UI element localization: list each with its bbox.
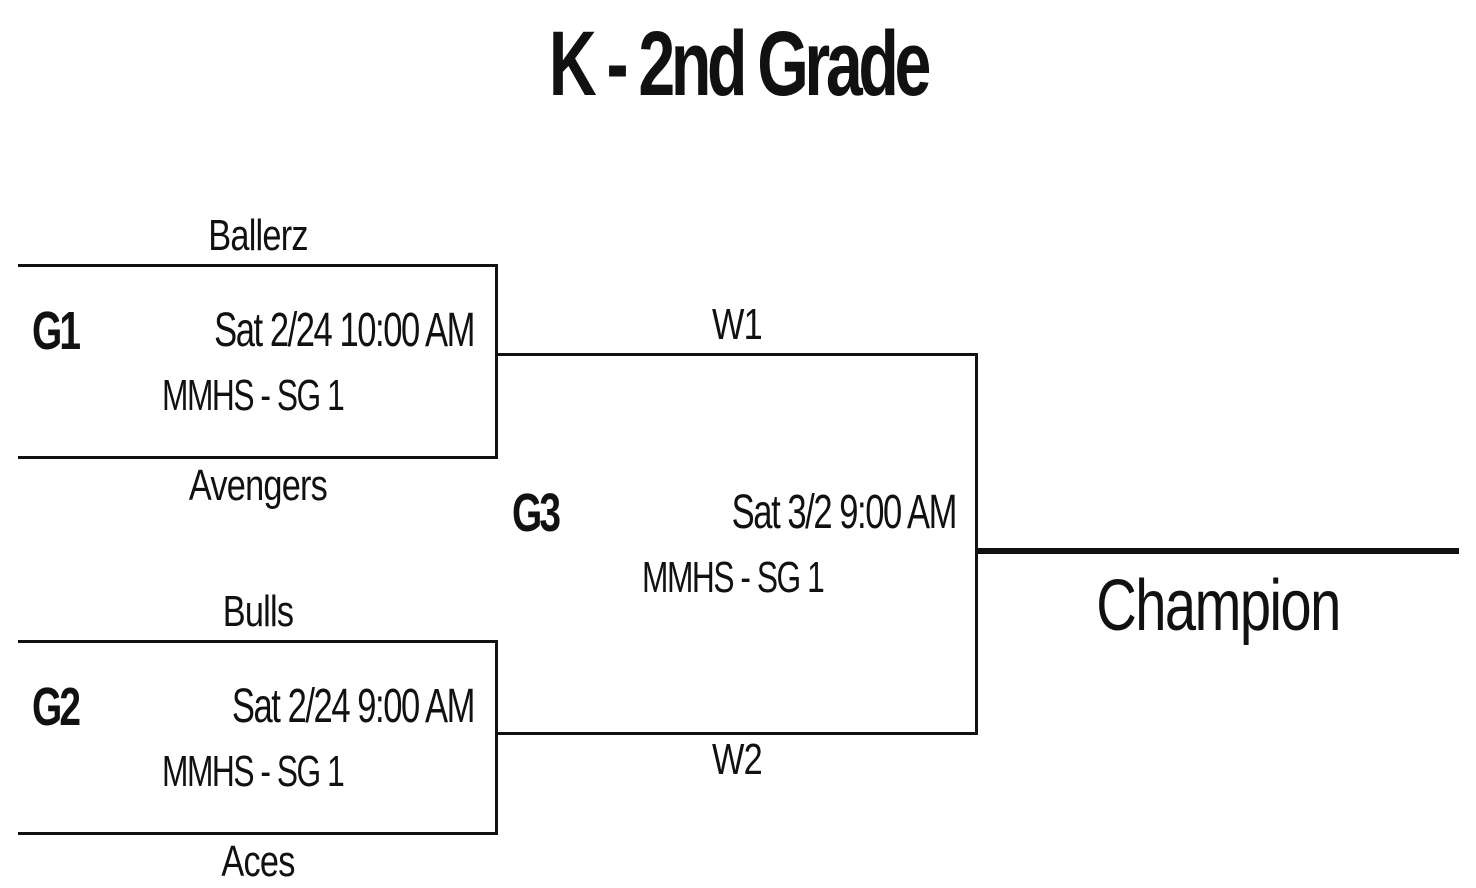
g2-datetime: Sat 2/24 9:00 AM xyxy=(231,680,476,733)
g1-top-team: Ballerz xyxy=(208,211,308,260)
g2-right-line xyxy=(495,640,498,835)
g1-top-line xyxy=(18,264,498,267)
g1-bottom-team: Avengers xyxy=(188,461,328,510)
g2-top-team: Bulls xyxy=(222,587,294,636)
g3-top-team: W1 xyxy=(712,300,763,349)
g1-location: MMHS - SG 1 xyxy=(162,371,345,420)
g2-top-line xyxy=(18,640,498,643)
champion-line xyxy=(975,548,1459,554)
g3-right-line xyxy=(975,353,978,735)
g3-location: MMHS - SG 1 xyxy=(642,553,825,602)
g2-game-id: G2 xyxy=(32,677,81,737)
g3-bottom-line xyxy=(495,732,978,735)
g2-bottom-line xyxy=(18,832,498,835)
g3-datetime: Sat 3/2 9:00 AM xyxy=(731,486,958,539)
bracket-title: K - 2nd Grade xyxy=(548,13,931,115)
g3-game-id: G3 xyxy=(512,483,561,543)
g1-bottom-line xyxy=(18,456,498,459)
g2-location: MMHS - SG 1 xyxy=(162,747,345,796)
g3-top-line xyxy=(495,353,978,356)
g2-bottom-team: Aces xyxy=(221,837,295,886)
g1-game-id: G1 xyxy=(32,301,81,361)
g1-right-line xyxy=(495,264,498,459)
champion-label: Champion xyxy=(1096,566,1341,646)
g3-bottom-team: W2 xyxy=(712,735,763,784)
g1-datetime: Sat 2/24 10:00 AM xyxy=(214,304,475,357)
